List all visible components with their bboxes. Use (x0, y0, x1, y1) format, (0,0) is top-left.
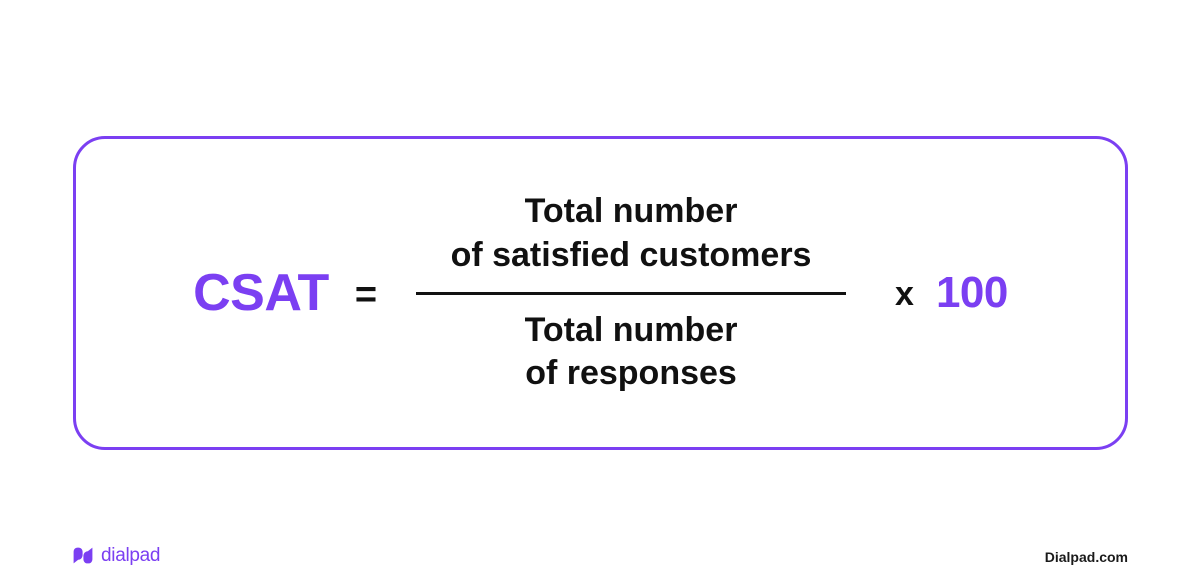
metric-label-csat: CSAT (193, 264, 329, 322)
fraction-bar (416, 291, 847, 295)
denominator-line-2: of responses (525, 354, 737, 393)
fraction: Total number of satisfied customers Tota… (411, 190, 851, 395)
numerator-line-1: Total number (524, 192, 738, 231)
denominator-line-1: Total number (524, 310, 738, 349)
fraction-denominator: Total number of responses (525, 309, 738, 396)
multiply-sign: x (895, 275, 914, 313)
equals-sign: = (354, 274, 378, 316)
multiplier-value: 100 (935, 268, 1008, 317)
dialpad-logo: dialpad (73, 546, 160, 565)
numerator-line-2: of satisfied customers (450, 235, 812, 274)
dialpad-wordmark: dialpad (101, 545, 161, 566)
dialpad-speech-bubbles-icon (73, 547, 94, 564)
fraction-numerator: Total number of satisfied customers (451, 190, 812, 277)
footer-site-label: Dialpad.com (1044, 549, 1128, 565)
formula-card: CSAT = Total number of satisfied custome… (73, 136, 1128, 450)
formula-expression: CSAT = Total number of satisfied custome… (76, 139, 1125, 447)
